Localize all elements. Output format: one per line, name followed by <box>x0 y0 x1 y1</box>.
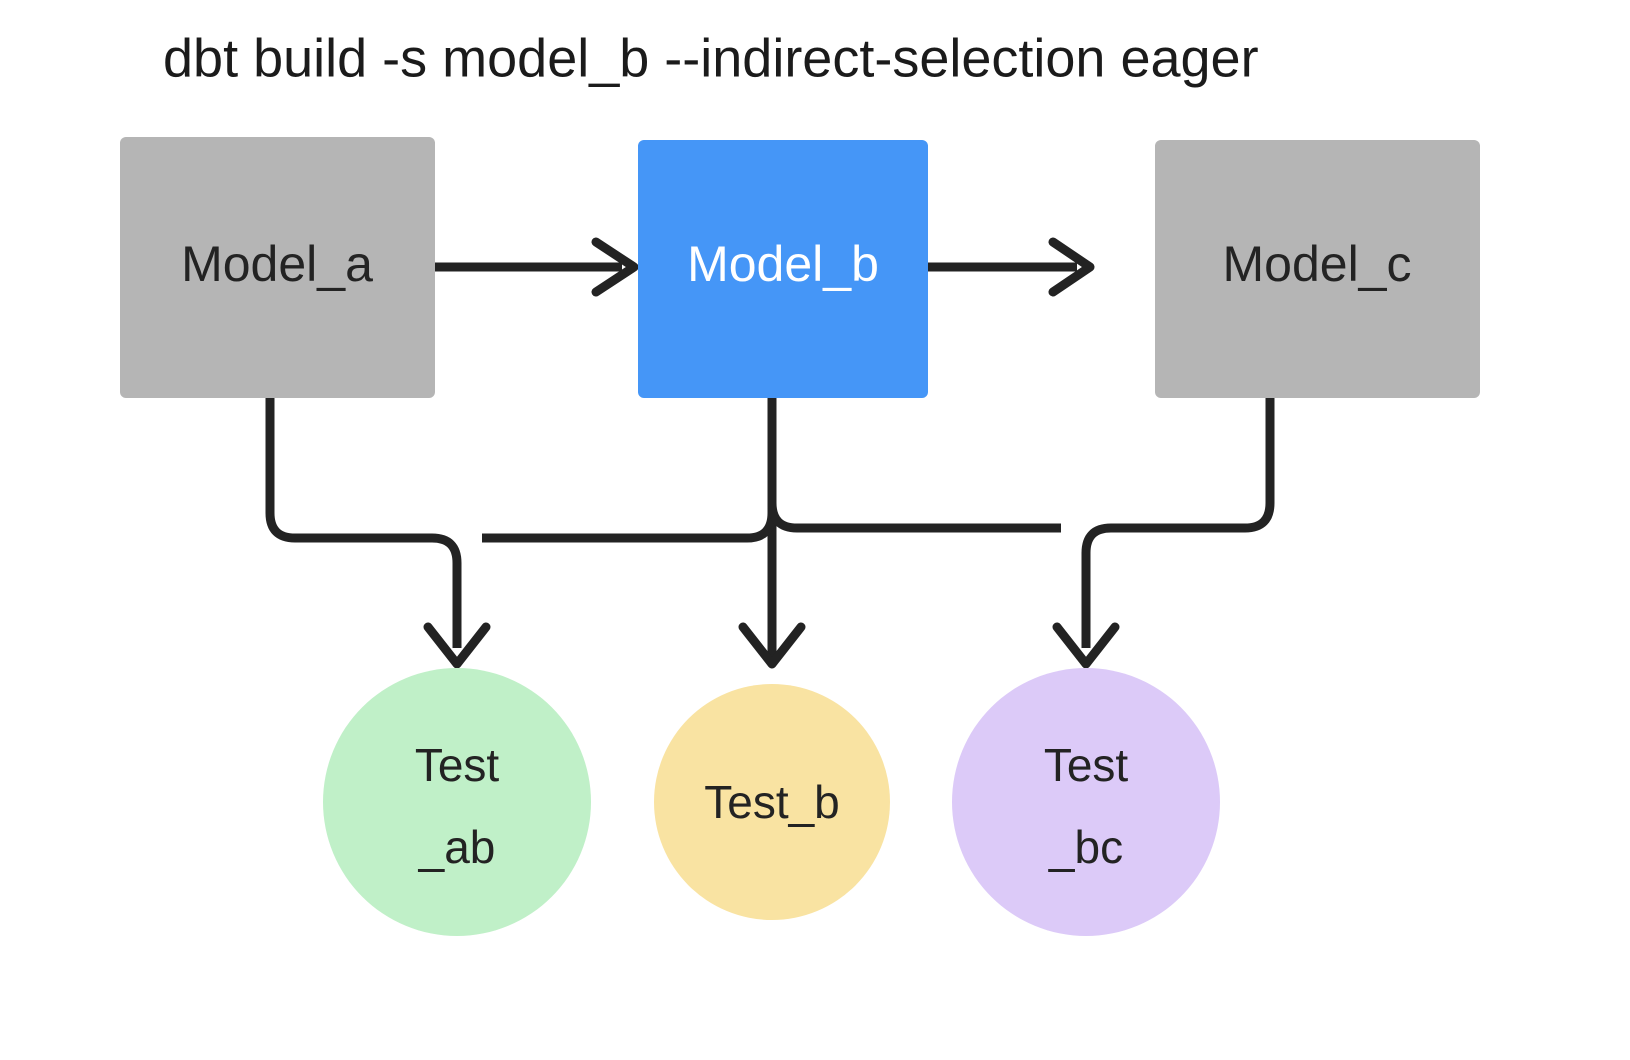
node-test-bc-shape[interactable] <box>952 668 1220 936</box>
node-model-c-label: Model_c <box>1223 236 1412 292</box>
node-test-ab[interactable]: Test _ab <box>323 668 591 936</box>
node-model-b-shape[interactable] <box>638 140 928 398</box>
node-test-bc[interactable]: Test _bc <box>952 668 1220 936</box>
node-test-ab-label-line-1: Test <box>415 739 500 791</box>
node-model-b-label: Model_b <box>687 236 879 292</box>
node-test-ab-label-line-2: _ab <box>418 821 496 873</box>
node-model-c-shape[interactable] <box>1155 140 1480 398</box>
model-node-layer: Model_a Model_b Model_c <box>120 137 1480 398</box>
edge-model-b-to-test-ab <box>482 512 777 543</box>
edge-model-b-to-test-bc <box>767 502 1061 533</box>
node-test-b[interactable]: Test_b <box>654 684 890 920</box>
node-model-a-shape[interactable] <box>120 137 435 398</box>
node-model-c[interactable]: Model_c <box>1155 140 1480 398</box>
node-test-ab-shape[interactable] <box>323 668 591 936</box>
edge-model-a-to-model-b <box>435 237 639 297</box>
node-test-bc-label-line-2: _bc <box>1048 821 1123 873</box>
edge-model-b-to-model-c <box>928 237 1095 297</box>
node-model-a-label: Model_a <box>181 236 373 292</box>
test-node-layer: Test _ab Test_b Test _bc <box>323 668 1220 936</box>
node-test-b-shape[interactable] <box>654 684 890 920</box>
node-test-bc-label-line-1: Test <box>1044 739 1129 791</box>
node-test-b-label: Test_b <box>704 776 840 828</box>
edge-layer <box>265 237 1275 669</box>
node-model-a[interactable]: Model_a <box>120 137 435 398</box>
page-title: dbt build -s model_b --indirect-selectio… <box>163 28 1259 88</box>
node-model-b[interactable]: Model_b <box>638 140 928 398</box>
edge-model-c-to-test-bc <box>1052 398 1275 669</box>
edge-model-a-to-test-ab <box>265 398 491 669</box>
